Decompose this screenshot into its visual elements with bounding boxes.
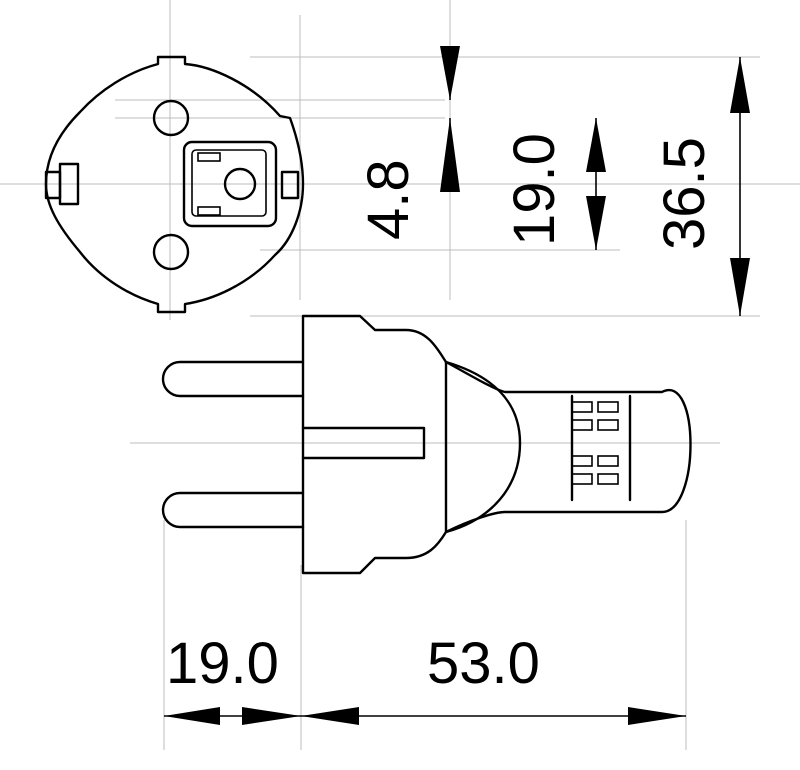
face-outline [44,55,305,314]
earth-clip-right [280,170,300,200]
dim-pin-length [164,707,301,725]
earth-tab [301,426,426,460]
pin-bottom [161,491,305,529]
earth-clip-left-inner [58,162,80,206]
dim-body-length [301,707,686,725]
arrow-down [440,46,460,100]
dim-pin-spacing [586,118,606,250]
cable-entry-inner [191,149,267,217]
label-face-diameter: 36.5 [652,137,717,250]
arrow-left [301,707,359,725]
clamp-slot-top [197,152,221,162]
arrow-right [242,707,301,725]
label-body-length: 53.0 [427,631,540,696]
front-view [44,55,305,314]
shoulder-curve-top [444,360,522,445]
dim-face-diameter [730,57,750,316]
label-hole-offset: 4.8 [356,159,421,240]
arrow-up [586,118,606,172]
arrow-down [586,196,606,250]
label-pin-spacing: 19.0 [502,133,567,246]
shoulder-curve-bottom [444,441,522,534]
arrow-up [440,118,460,192]
pin-top [161,360,305,398]
pin-hole-top [152,99,190,137]
screw-hole [223,167,257,201]
dim-hole-offset [440,46,460,192]
cable-entry-outer [182,140,278,228]
arrow-down [730,258,750,316]
arrow-right [628,707,686,725]
arrow-left [164,707,220,725]
clamp-slot-bottom [197,206,221,216]
arrow-up [730,57,750,113]
label-pin-length: 19.0 [166,631,279,696]
extension-lines [0,0,800,750]
grip-ribs [571,401,619,485]
plug-body [301,314,692,575]
pin-hole-bottom [152,233,190,271]
side-view [161,314,692,575]
